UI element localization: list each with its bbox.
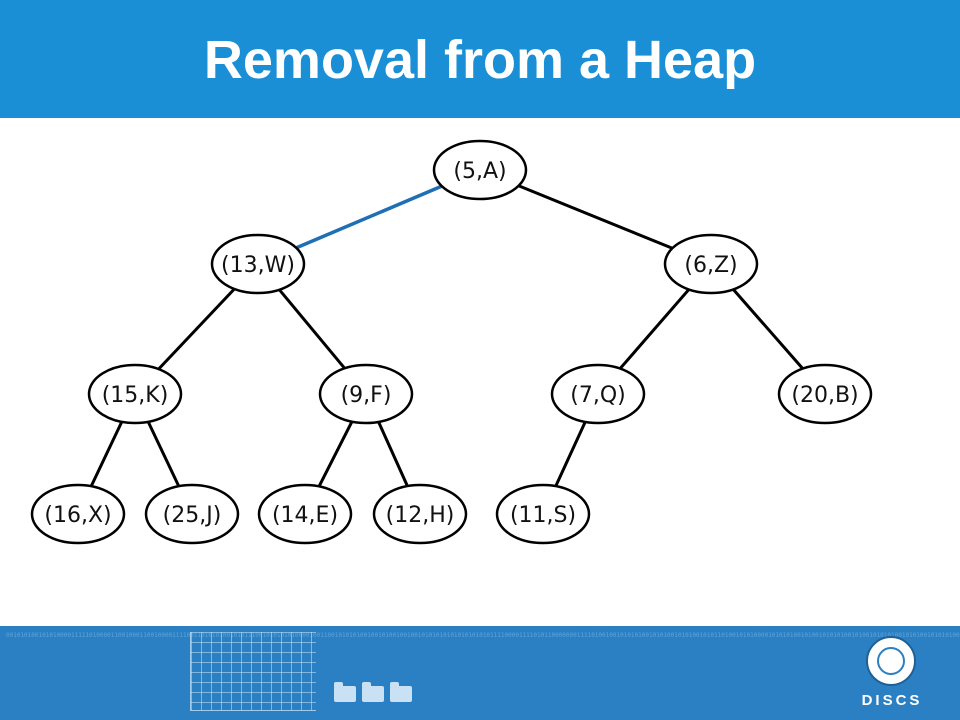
grid-graphic [190,632,316,711]
heap-node: (13,W) [210,233,306,295]
heap-node: (7,Q) [550,363,646,425]
node-ellipse [257,483,353,545]
folder-icon [390,682,412,702]
university-seal-icon [866,636,916,686]
nodes: (5,A) (13,W) (6,Z) (15,K) (9,F) (7,Q) (20,B) (1… [30,139,873,545]
heap-node: (6,Z) [663,233,759,295]
node-ellipse [372,483,468,545]
edge-n1-n3 [518,184,673,250]
node-ellipse [495,483,591,545]
edge-n3-n7 [732,288,804,370]
edge-n5-n11 [377,421,409,487]
heap-node: (16,X) [30,483,126,545]
node-label: (25,J) [163,503,222,528]
edge-n2-n5 [278,288,346,370]
binary-pattern: 0010101001010100001111101000011001000110… [6,632,960,639]
node-label: (9,F) [341,383,392,408]
node-label: (7,Q) [570,383,625,408]
folder-icon [334,682,356,702]
heap-node: (25,J) [144,483,240,545]
folder-icon [362,682,384,702]
node-ellipse [663,233,759,295]
edge-n6-n12 [554,421,587,487]
heap-node: (20,B) [777,363,873,425]
edge-n5-n10 [317,420,354,488]
node-ellipse [777,363,873,425]
node-ellipse [87,363,183,425]
heap-node: (14,E) [257,483,353,545]
edge-n2-n4 [157,287,236,371]
edge-n4-n9 [146,421,181,487]
edges [89,184,804,488]
node-label: (12,H) [386,503,455,528]
node-label: (14,E) [272,503,338,528]
slide-title: Removal from a Heap [203,30,757,90]
edge-n4-n8 [89,421,124,487]
node-label: (13,W) [221,253,295,278]
footer-banner: 0010101001010100001111101000011001000110… [0,626,960,720]
edge-n3-n6 [618,288,691,370]
node-label: (11,S) [510,503,576,528]
heap-node: (9,F) [318,363,414,425]
node-ellipse [550,363,646,425]
node-label: (6,Z) [684,253,737,278]
logo-text: DISCS [861,692,923,709]
node-label: (15,K) [102,383,169,408]
edge-n1-n2 [295,184,443,250]
node-label: (5,A) [453,159,506,184]
node-ellipse [210,233,306,295]
heap-node: (11,S) [495,483,591,545]
title-banner: Removal from a Heap [0,0,960,118]
heap-node: (5,A) [432,139,528,201]
heap-node: (12,H) [372,483,468,545]
heap-node: (15,K) [87,363,183,425]
node-ellipse [432,139,528,201]
node-ellipse [318,363,414,425]
node-ellipse [144,483,240,545]
node-label: (16,X) [44,503,111,528]
node-ellipse [30,483,126,545]
node-label: (20,B) [791,383,858,408]
heap-diagram: (5,A) (13,W) (6,Z) (15,K) (9,F) (7,Q) (20,B) (1… [30,139,873,545]
